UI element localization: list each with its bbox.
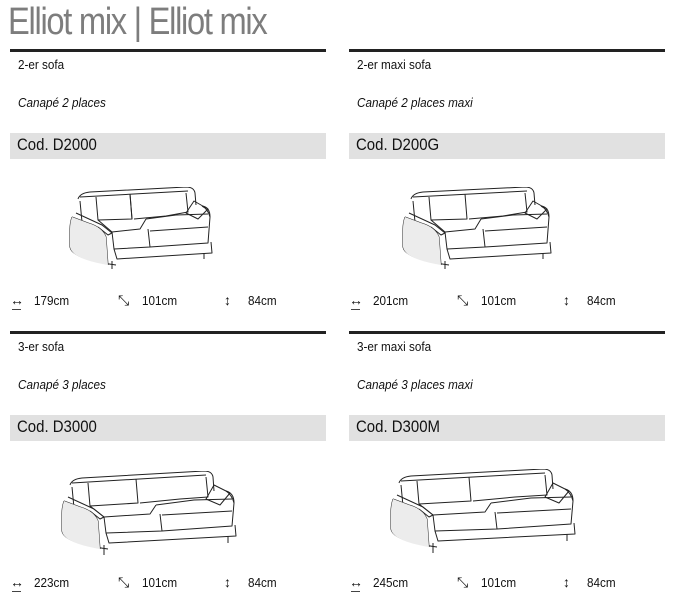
height-value: 84cm: [248, 574, 277, 590]
product-name-fr: Canapé 2 places maxi: [357, 95, 473, 110]
dimensions-row: ↔ 201cm ⤡ 101cm ↕ 84cm: [349, 292, 665, 316]
width-arrow-icon: ↔: [10, 292, 24, 308]
height-value: 84cm: [248, 292, 277, 308]
depth-value: 101cm: [142, 575, 178, 590]
section-divider: [10, 49, 326, 52]
height-arrow-icon: ↕: [224, 292, 231, 308]
dimensions-row: ↔ 223cm ⤡ 101cm ↕ 84cm: [10, 574, 326, 598]
dimension-width: ↔ 245cm: [349, 574, 412, 592]
page-title: Elliot mix | Elliot mix: [8, 1, 268, 43]
dimension-height: ↕ 84cm: [563, 292, 619, 308]
section-divider: [10, 331, 326, 334]
product-name-fr: Canapé 3 places maxi: [357, 377, 473, 392]
height-arrow-icon: ↕: [224, 574, 231, 590]
depth-value: 101cm: [481, 293, 517, 308]
product-name-de: 3-er sofa: [18, 339, 65, 354]
sofa-2-seat-maxi-drawing: [402, 187, 552, 269]
underline-mark: [12, 309, 21, 310]
underline-mark: [351, 309, 360, 310]
product-code-bar: Cod. D200G: [349, 133, 665, 159]
product-code: Cod. D200G: [356, 135, 440, 154]
product-code-bar: Cod. D300M: [349, 415, 665, 441]
depth-arrow-icon: ⤡: [118, 292, 130, 308]
dimension-width: ↔ 179cm: [10, 292, 73, 310]
width-value: 201cm: [373, 292, 409, 308]
width-arrow-icon: ↔: [10, 574, 24, 590]
width-value: 223cm: [34, 574, 70, 590]
width-arrow-icon: ↔: [349, 574, 363, 590]
sofa-3-seat-drawing: [61, 471, 237, 555]
depth-arrow-icon: ⤡: [457, 574, 469, 590]
product-code-bar: Cod. D2000: [10, 133, 326, 159]
product-name-de: 2-er sofa: [18, 57, 65, 72]
width-arrow-icon: ↔: [349, 292, 363, 308]
height-value: 84cm: [587, 292, 616, 308]
depth-arrow-icon: ⤡: [118, 574, 130, 590]
depth-arrow-icon: ⤡: [457, 292, 469, 308]
underline-mark: [351, 591, 360, 592]
sofa-2-seat-drawing: [69, 187, 213, 269]
product-name-de: 2-er maxi sofa: [357, 57, 432, 72]
product-name-fr: Canapé 2 places: [18, 95, 106, 110]
dimension-height: ↕ 84cm: [224, 574, 280, 590]
sofa-3-seat-maxi-drawing: [390, 469, 576, 553]
dimensions-row: ↔ 245cm ⤡ 101cm ↕ 84cm: [349, 574, 665, 598]
height-arrow-icon: ↕: [563, 292, 570, 308]
section-divider: [349, 331, 665, 334]
dimension-depth: ⤡ 101cm: [118, 292, 181, 309]
product-code: Cod. D300M: [356, 417, 440, 436]
product-code-bar: Cod. D3000: [10, 415, 326, 441]
product-card-d300m: 3-er maxi sofa Canapé 3 places maxi Cod.…: [349, 331, 665, 613]
dimension-height: ↕ 84cm: [563, 574, 619, 590]
dimension-width: ↔ 223cm: [10, 574, 73, 592]
width-value: 245cm: [373, 574, 409, 590]
width-value: 179cm: [34, 292, 70, 308]
dimension-width: ↔ 201cm: [349, 292, 412, 310]
product-code: Cod. D2000: [17, 135, 97, 154]
product-name-fr: Canapé 3 places: [18, 377, 106, 392]
depth-value: 101cm: [142, 293, 178, 308]
product-card-d200g: 2-er maxi sofa Canapé 2 places maxi Cod.…: [349, 49, 665, 331]
section-divider: [349, 49, 665, 52]
depth-value: 101cm: [481, 575, 517, 590]
dimension-depth: ⤡ 101cm: [457, 292, 520, 309]
dimensions-row: ↔ 179cm ⤡ 101cm ↕ 84cm: [10, 292, 326, 316]
height-value: 84cm: [587, 574, 616, 590]
product-code: Cod. D3000: [17, 417, 97, 436]
product-card-d2000: 2-er sofa Canapé 2 places Cod. D2000: [10, 49, 326, 331]
height-arrow-icon: ↕: [563, 574, 570, 590]
product-card-d3000: 3-er sofa Canapé 3 places Cod. D3000: [10, 331, 326, 613]
dimension-depth: ⤡ 101cm: [457, 574, 520, 591]
dimension-height: ↕ 84cm: [224, 292, 280, 308]
product-name-de: 3-er maxi sofa: [357, 339, 432, 354]
dimension-depth: ⤡ 101cm: [118, 574, 181, 591]
underline-mark: [12, 591, 21, 592]
